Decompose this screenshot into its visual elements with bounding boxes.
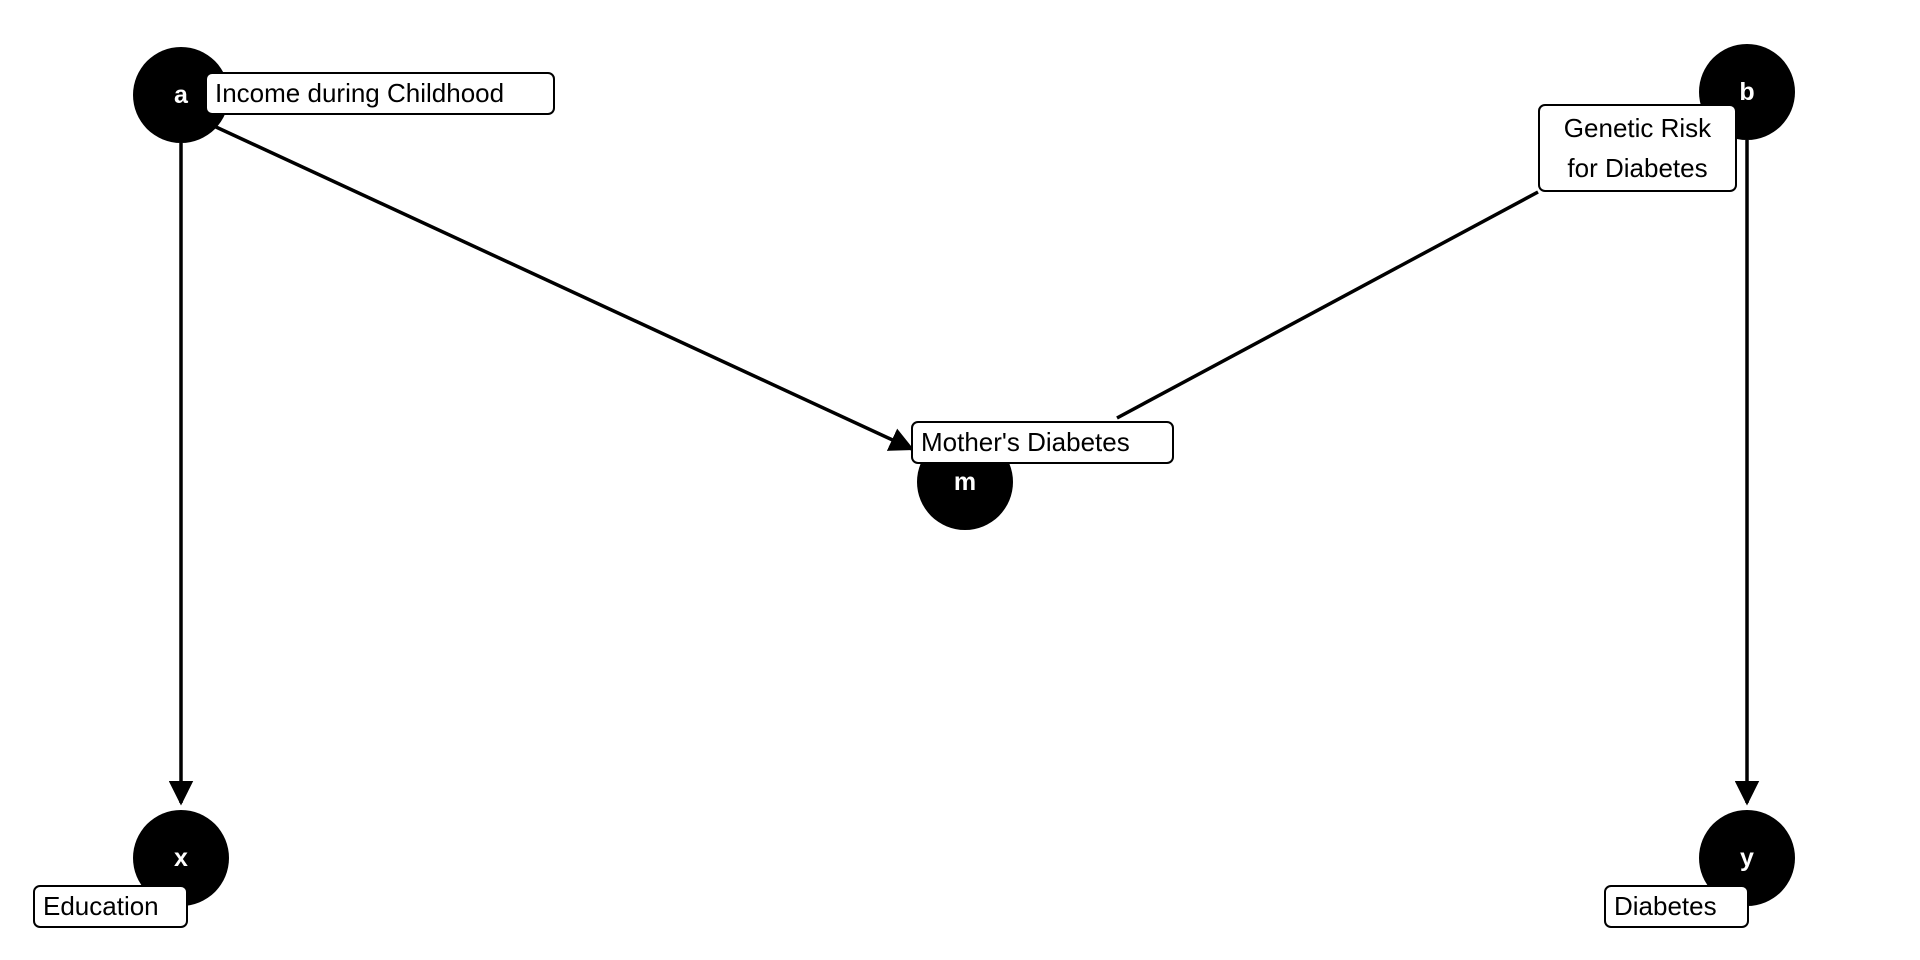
node-label-x[interactable]: Education	[33, 885, 188, 928]
node-label-y[interactable]: Diabetes	[1604, 885, 1749, 928]
node-label-a[interactable]: Income during Childhood	[205, 72, 555, 115]
node-label-line: Diabetes	[1614, 891, 1717, 922]
edge-b-to-m	[1116, 190, 1539, 420]
edge-a-to-m	[215, 125, 915, 451]
node-label-line: Income during Childhood	[215, 78, 505, 109]
node-letter-b: b	[1739, 77, 1755, 106]
node-letter-y: y	[1740, 843, 1754, 872]
node-letter-x: x	[174, 843, 188, 872]
node-label-line: for Diabetes	[1567, 153, 1708, 183]
node-label-line: Education	[43, 891, 159, 922]
node-label-m[interactable]: Mother's Diabetes	[911, 421, 1174, 464]
node-label-line: Genetic Risk	[1563, 112, 1712, 143]
node-label-line: Mother's Diabetes	[921, 427, 1130, 458]
node-label-b[interactable]: Genetic Risk for Diabetes	[1538, 104, 1737, 192]
node-letter-a: a	[174, 80, 188, 109]
node-letter-m: m	[953, 467, 977, 496]
